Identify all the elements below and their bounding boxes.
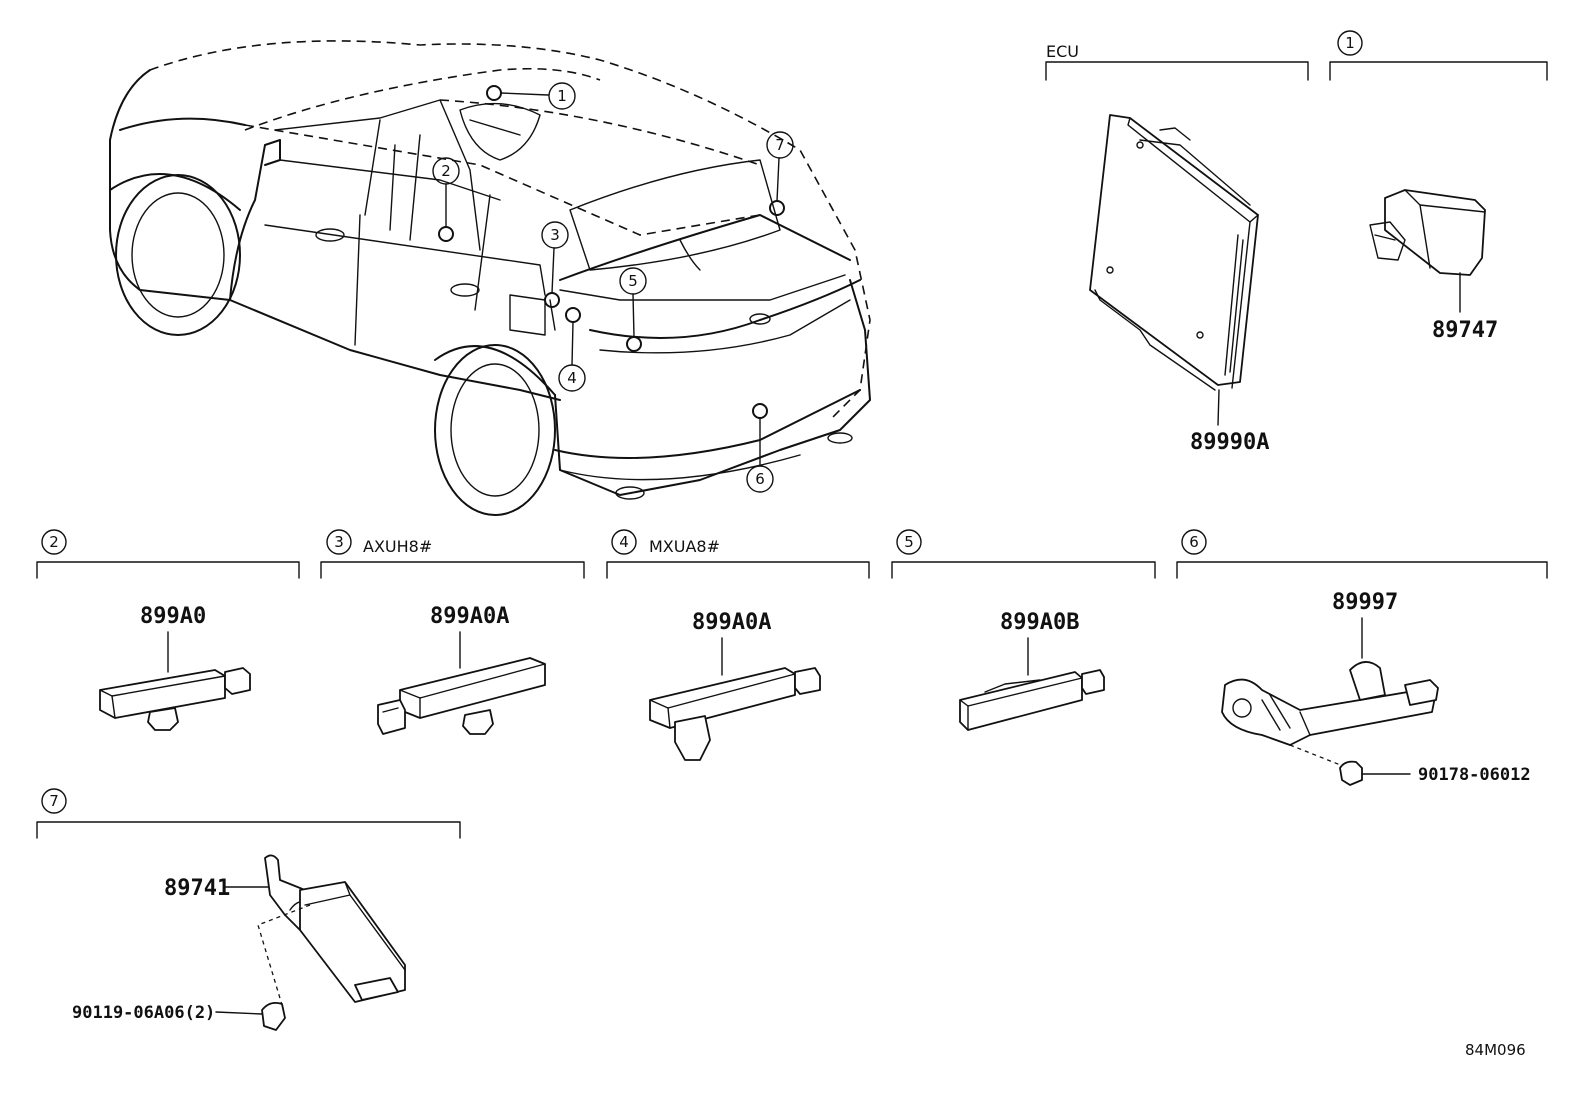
- callout-badge-5: [619, 267, 647, 295]
- panel-4: 4 MXUA8# 899A0A: [606, 529, 870, 761]
- panel-3-part-number: 899A0A: [430, 604, 509, 629]
- callout-badge-3: [541, 221, 569, 249]
- panel-2-badge: [41, 529, 67, 555]
- callout-point-5: [626, 336, 642, 352]
- callout-badge-4: [558, 364, 586, 392]
- panel-5-part-number: 899A0B: [1000, 610, 1079, 635]
- panel-5-badge: [896, 529, 922, 555]
- panel-6-number: 6: [1189, 533, 1199, 551]
- callout-point-1: [486, 85, 502, 101]
- panel-7-screw-number: 90119-06A06(2): [72, 1003, 215, 1023]
- panel-2-number: 2: [49, 533, 59, 551]
- callout-badge-2: [432, 157, 460, 185]
- callout-badge-6: [746, 465, 774, 493]
- panel-1-part-number: 89747: [1432, 318, 1498, 343]
- panel-6-badge: [1181, 529, 1207, 555]
- callout-number-5: 5: [628, 272, 638, 290]
- panel-1: 1 89747: [1329, 30, 1548, 343]
- panel-6-bolt-number: 90178-06012: [1418, 765, 1531, 785]
- callout-number-3: 3: [550, 226, 560, 244]
- callout-number-2: 2: [441, 162, 451, 180]
- panel-1-badge: [1337, 30, 1363, 56]
- vehicle-illustration: [109, 40, 871, 516]
- figure-reference: 84M096: [1465, 1041, 1526, 1059]
- callout-number-6: 6: [755, 470, 765, 488]
- panel-1-number: 1: [1345, 34, 1355, 52]
- vehicle-callouts: 1 2 3 4 5 6 7: [432, 82, 794, 493]
- panel-5-number: 5: [904, 533, 914, 551]
- panel-5: 5 899A0B: [891, 529, 1156, 731]
- panel-6: 6 89997 90178-06012: [1176, 529, 1548, 786]
- panel-3: 3 AXUH8# 899A0A: [320, 529, 585, 735]
- panel-4-part-number: 899A0A: [692, 610, 771, 635]
- panel-3-variant: AXUH8#: [363, 537, 432, 556]
- callout-point-7: [769, 200, 785, 216]
- callout-number-1: 1: [557, 87, 567, 105]
- panel-3-badge: [326, 529, 352, 555]
- ecu-part-number: 89990A: [1190, 430, 1269, 455]
- callout-point-4: [565, 307, 581, 323]
- panel-7-badge: [41, 788, 67, 814]
- panel-3-number: 3: [334, 533, 344, 551]
- panel-6-part-number: 89997: [1332, 590, 1398, 615]
- panel-4-number: 4: [619, 533, 629, 551]
- callout-number-7: 7: [775, 136, 785, 154]
- callout-badge-7: [766, 131, 794, 159]
- panel-4-badge: [611, 529, 637, 555]
- panel-2-part-number: 899A0: [140, 604, 206, 629]
- panel-2: 2 899A0: [36, 529, 300, 731]
- callout-point-3: [544, 292, 560, 308]
- panel-7: 7 89741 90119-06A06(2): [36, 788, 461, 1031]
- panel-ecu: ECU 89990A: [1045, 42, 1309, 455]
- callout-point-6: [752, 403, 768, 419]
- callout-point-2: [438, 226, 454, 242]
- callout-badge-1: [548, 82, 576, 110]
- panel-7-part-number: 89741: [164, 876, 230, 901]
- panel-4-variant: MXUA8#: [649, 537, 720, 556]
- ecu-panel-label: ECU: [1046, 42, 1079, 61]
- callout-number-4: 4: [567, 369, 577, 387]
- panel-7-number: 7: [49, 792, 59, 810]
